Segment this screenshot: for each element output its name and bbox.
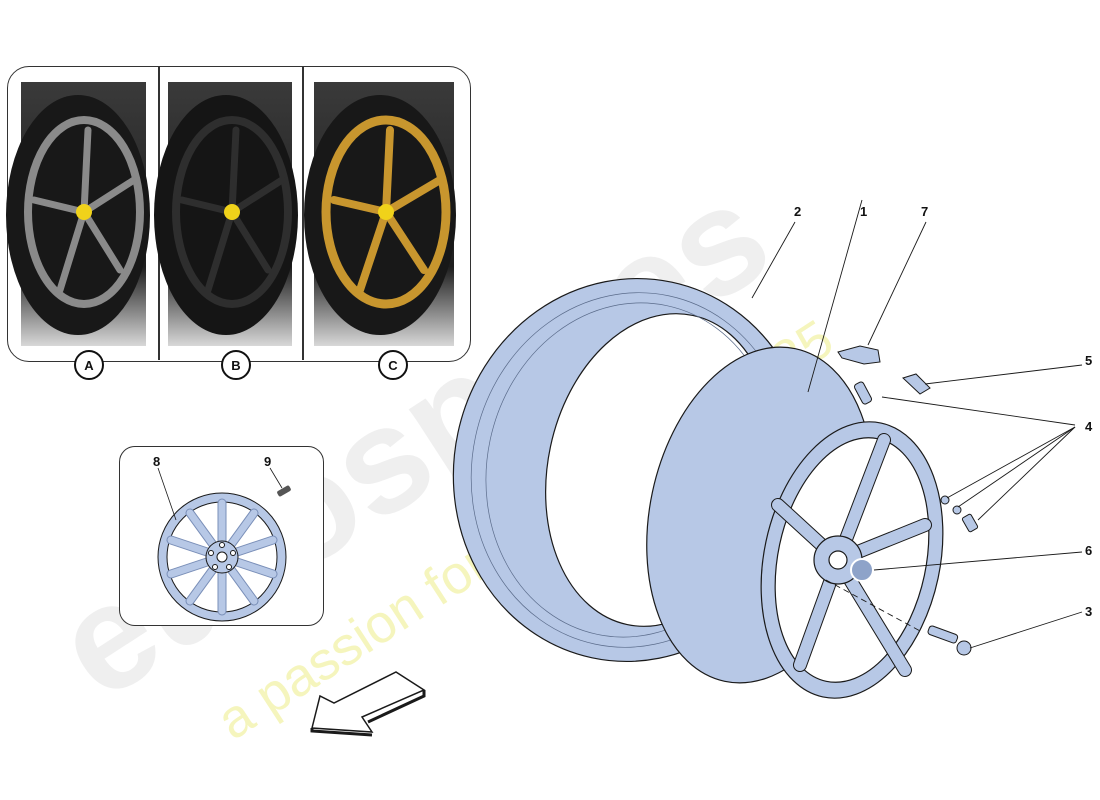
callout-7[interactable]: 7 [921,204,929,219]
callout-4[interactable]: 4 [1085,419,1093,434]
variant-label-c[interactable]: C [378,350,408,380]
callout-1[interactable]: 1 [860,204,868,219]
callout-8[interactable]: 8 [153,454,161,469]
bolt-3 [927,625,959,644]
variant-a-photo [6,82,150,346]
callout-5[interactable]: 5 [1085,353,1093,368]
variant-divider [302,67,304,360]
variant-b-photo [154,82,298,346]
callout-2[interactable]: 2 [794,204,802,219]
callout-9[interactable]: 9 [264,454,272,469]
variant-c-photo [304,82,456,346]
centre-cap-6 [850,558,874,582]
sensor-7 [837,345,881,365]
variant-label-a[interactable]: A [74,350,104,380]
rim [646,346,944,699]
valve-4 [853,381,873,405]
callout-6[interactable]: 6 [1085,543,1093,558]
clip-5 [902,373,931,395]
bolt-9 [277,485,291,497]
variant-label-b[interactable]: B [221,350,251,380]
callout-3[interactable]: 3 [1085,604,1093,619]
ten-spoke-rim [157,492,287,622]
direction-arrow-icon [310,671,426,737]
